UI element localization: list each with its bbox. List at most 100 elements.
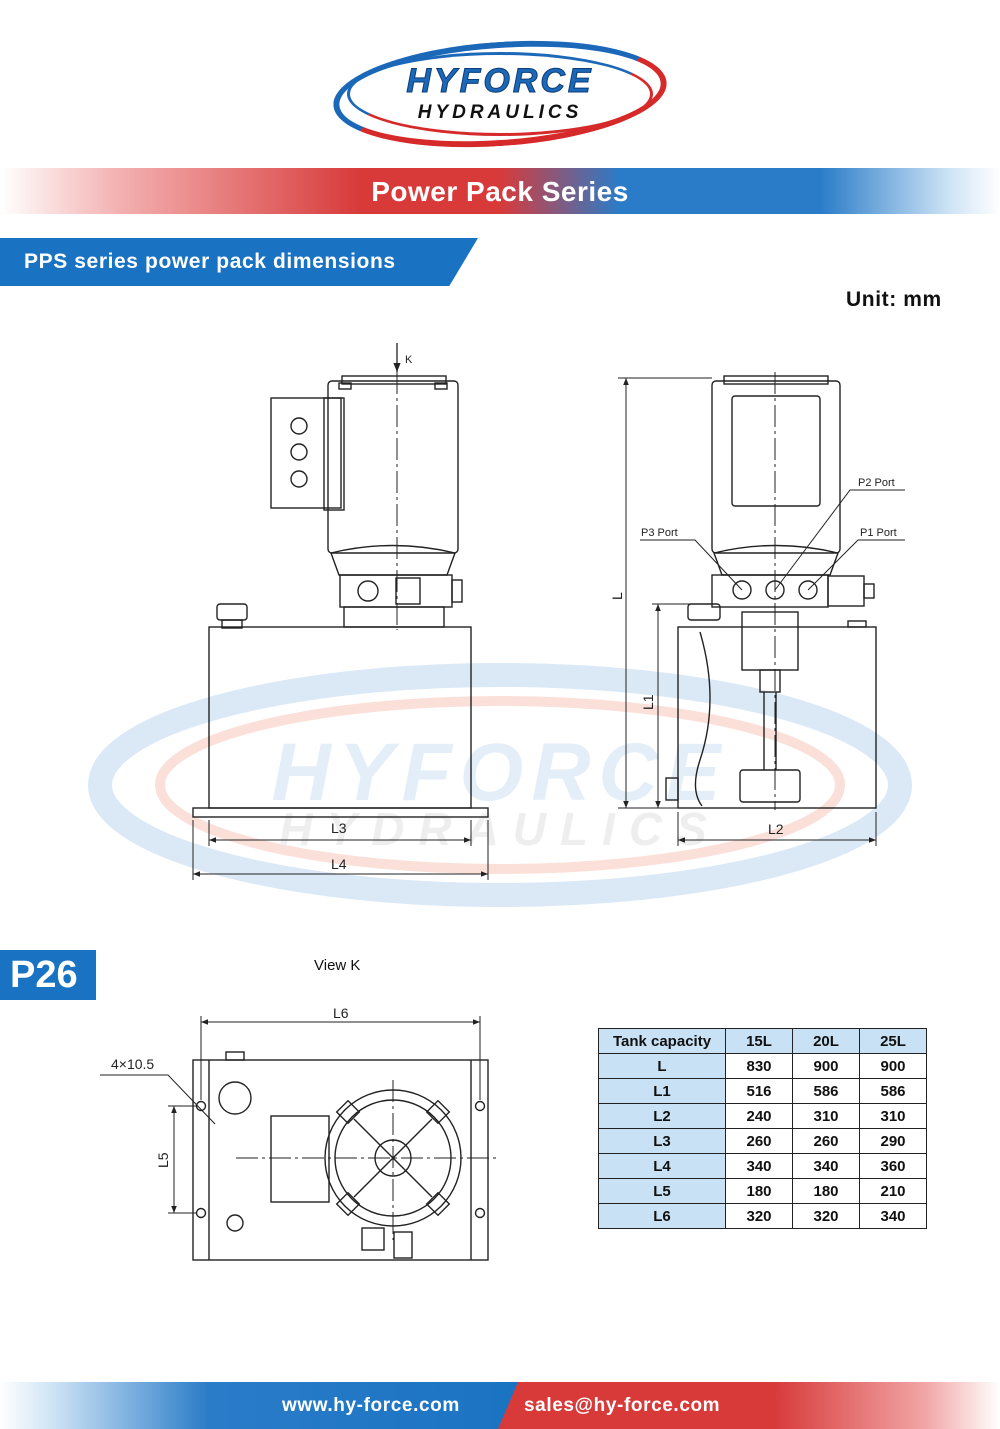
- motor-cap-lug-right: [434, 382, 448, 390]
- logo-wordmark-top: HYFORCE: [406, 62, 594, 101]
- motor-flange: [330, 544, 456, 576]
- section-heading-background: [0, 238, 478, 286]
- table-cell: 830: [725, 1053, 793, 1079]
- table-row-header: L1: [598, 1078, 726, 1104]
- solenoid-valve: [395, 577, 421, 605]
- top-filler-cap: [218, 1081, 252, 1115]
- table-header-row: Tank capacity 15L 20L 25L: [598, 1028, 927, 1054]
- model-badge: P26: [0, 950, 96, 1000]
- watermark-inner-ring: [155, 696, 845, 874]
- terminal-box: [270, 397, 342, 509]
- table-row: L 830 900 900: [598, 1053, 927, 1079]
- side-motor-nameplate: [731, 395, 821, 507]
- side-valve-manifold: [711, 574, 829, 608]
- pump-adapter: [343, 606, 445, 628]
- table-cell: 320: [792, 1203, 860, 1229]
- series-banner: Power Pack Series: [0, 168, 1000, 214]
- top-view: [192, 1051, 500, 1261]
- table-row-header: L5: [598, 1178, 726, 1204]
- dim-l5-label: L5: [155, 1152, 171, 1168]
- dim-l3-label: L3: [331, 820, 347, 836]
- side-tank-plug: [847, 620, 867, 628]
- dim-l4-label: L4: [331, 856, 347, 872]
- front-dimensions: [192, 820, 489, 880]
- table-row-header: L: [598, 1053, 726, 1079]
- dim-l1-label: L1: [640, 694, 656, 710]
- mount-hole-4: [474, 1207, 486, 1219]
- watermark-text-top: HYFORCE: [272, 727, 729, 818]
- return-hose: [694, 631, 711, 807]
- front-view: [192, 372, 489, 818]
- filler-neck: [221, 619, 243, 629]
- table-cell: 310: [859, 1103, 927, 1129]
- table-cell: 340: [725, 1153, 793, 1179]
- port-p3: [732, 580, 752, 600]
- pump-coupling: [759, 669, 781, 693]
- table-cell: 586: [859, 1078, 927, 1104]
- top-bolt-3: [335, 1191, 361, 1217]
- watermark-ring: [88, 663, 912, 907]
- port-leaders: [640, 489, 905, 591]
- port-p2-label: P2 Port: [858, 477, 895, 489]
- footer-left-band: [0, 1382, 520, 1429]
- table-row: L5 180 180 210: [598, 1178, 927, 1204]
- drain-plug: [665, 777, 679, 801]
- tank-base-plate: [192, 807, 489, 818]
- motor-cap: [341, 375, 447, 385]
- series-title: Power Pack Series: [371, 176, 629, 207]
- footer-right-band: [498, 1382, 1000, 1429]
- top-breather: [225, 1051, 245, 1061]
- port-p3-label: P3 Port: [641, 527, 678, 539]
- watermark-text-bottom: HYDRAULICS: [279, 803, 721, 855]
- company-logo: HYFORCE HYDRAULICS: [329, 30, 671, 158]
- dim-l-label: L: [609, 592, 625, 600]
- side-filler-cap: [687, 603, 721, 621]
- top-dimensions: [100, 1016, 481, 1214]
- section-heading: PPS series power pack dimensions: [0, 238, 478, 286]
- side-oil-tank: [677, 626, 877, 809]
- filler-cap: [216, 603, 248, 621]
- view-k-marker: K: [405, 354, 413, 366]
- mount-hole-3: [474, 1100, 486, 1112]
- side-valve-plug: [863, 583, 875, 599]
- leader-p1: [807, 539, 905, 591]
- side-view: [665, 372, 877, 810]
- table-row: L3 260 260 290: [598, 1128, 927, 1154]
- motor-body: [327, 380, 459, 554]
- logo-inner-ring: [347, 52, 653, 136]
- terminal-knockout-1: [290, 417, 308, 435]
- hole-callout-label: 4×10.5: [111, 1056, 154, 1072]
- table-row-header: L6: [598, 1203, 726, 1229]
- leader-p2: [774, 489, 905, 591]
- table-row: L6 320 320 340: [598, 1203, 927, 1229]
- table-cell: 900: [859, 1053, 927, 1079]
- table-cell: 586: [792, 1078, 860, 1104]
- unit-label: Unit: mm: [846, 288, 942, 311]
- table-header-cell: 15L: [725, 1028, 793, 1054]
- view-k-label: View K: [314, 957, 361, 974]
- website-link[interactable]: www.hy-force.com: [282, 1395, 460, 1416]
- table-cell: 180: [792, 1178, 860, 1204]
- dim-l2-label: L2: [768, 821, 784, 837]
- side-solenoid-valve: [827, 575, 865, 607]
- table-cell: 320: [725, 1203, 793, 1229]
- watermark: HYFORCE HYDRAULICS: [88, 663, 912, 907]
- table-header-cell: Tank capacity: [598, 1028, 726, 1054]
- logo-wordmark-bottom: HYDRAULICS: [417, 102, 583, 123]
- table-header-cell: 25L: [859, 1028, 927, 1054]
- dimension-table: Tank capacity 15L 20L 25L L 830 900 900 …: [598, 1028, 927, 1229]
- port-p1: [798, 580, 818, 600]
- top-valve-2: [393, 1231, 413, 1259]
- table-row-header: L3: [598, 1128, 726, 1154]
- table-row: L4 340 340 360: [598, 1153, 927, 1179]
- table-cell: 310: [792, 1103, 860, 1129]
- table-row: L1 516 586 586: [598, 1078, 927, 1104]
- gear-pump: [741, 611, 799, 671]
- table-cell: 260: [792, 1128, 860, 1154]
- email-link[interactable]: sales@hy-force.com: [524, 1395, 721, 1416]
- terminal-box-hinge: [323, 397, 345, 511]
- manifold-port: [357, 580, 379, 602]
- table-cell: 180: [725, 1178, 793, 1204]
- terminal-knockout-3: [290, 470, 308, 488]
